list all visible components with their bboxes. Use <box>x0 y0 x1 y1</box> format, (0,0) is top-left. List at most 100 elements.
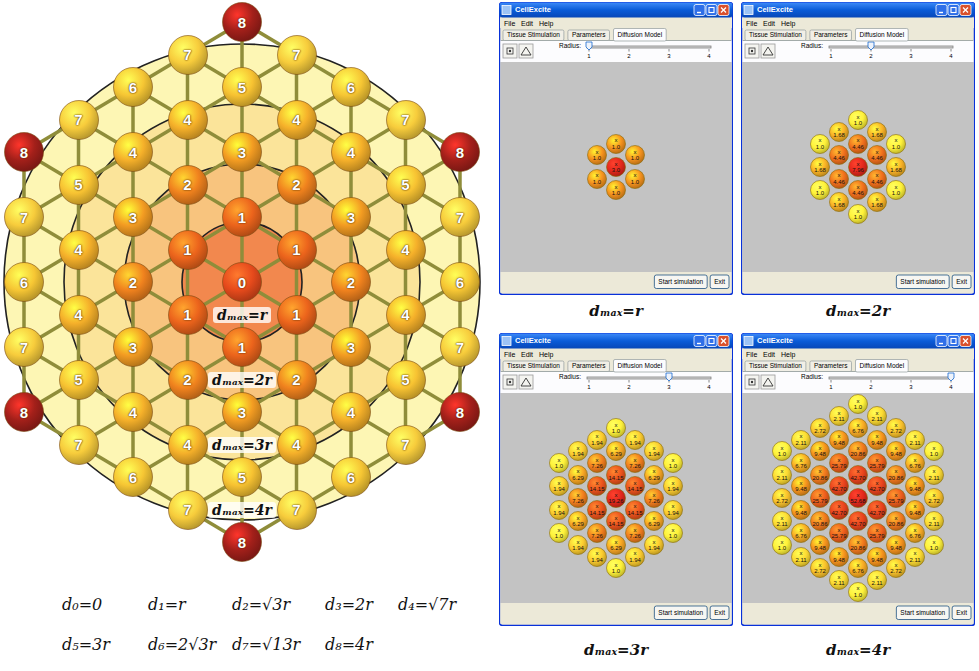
cell-value: 4.46 <box>871 179 883 185</box>
cell-value: x <box>857 445 860 451</box>
tissue-cell: x2.72 <box>924 488 944 508</box>
lattice-bonds <box>24 22 460 542</box>
sphere-body <box>223 458 262 497</box>
cell-value: 2.11 <box>833 416 844 422</box>
cell-value: x <box>596 550 599 556</box>
cell-body <box>792 453 811 472</box>
sphere-body <box>277 35 316 74</box>
cell-value: x <box>800 550 803 556</box>
cell-body <box>607 418 626 437</box>
cell-value: x <box>634 527 637 533</box>
distance-formula: d₄=√7r <box>398 597 456 613</box>
cell-value: 1.0 <box>669 533 677 539</box>
lattice-sphere: 8 <box>440 132 480 172</box>
sphere-body <box>223 523 262 562</box>
cell-value: 2.72 <box>814 428 826 434</box>
tissue-cell: x25.79 <box>829 453 849 473</box>
sphere-body <box>332 133 371 172</box>
sphere-body <box>114 198 153 237</box>
slider-tick <box>911 49 912 52</box>
lattice-sphere: 2 <box>168 165 208 205</box>
cell-value: x <box>653 515 656 521</box>
cell-value: x <box>895 184 898 190</box>
window-button <box>948 336 959 347</box>
minimize-glyph <box>939 12 943 13</box>
lattice-sphere: 4 <box>59 295 99 335</box>
push-button <box>952 275 971 289</box>
sphere-body <box>386 360 425 399</box>
sphere-body <box>277 425 316 464</box>
push-button <box>896 606 949 620</box>
sphere-body <box>223 68 262 107</box>
tissue-cell: x1.94 <box>625 547 645 567</box>
cell-body <box>887 418 906 437</box>
cell-value: x <box>914 433 917 439</box>
cell-body <box>550 524 569 543</box>
distance-index: 8 <box>456 405 464 420</box>
cell-value: 14.15 <box>627 510 642 516</box>
cell-body <box>925 442 944 461</box>
sphere-body <box>277 490 316 529</box>
lattice-sphere: 7 <box>59 425 99 465</box>
window-text: Start simulation <box>658 279 703 286</box>
cell-value: 1.94 <box>667 510 679 516</box>
cell-value: 2.11 <box>795 440 806 446</box>
tissue-cell: x6.76 <box>848 418 868 438</box>
slider-track <box>587 46 711 48</box>
window-button <box>960 5 971 16</box>
tissue-cell: x1.0 <box>848 204 868 224</box>
window-text: Exit <box>956 279 967 286</box>
lattice-sphere: 2 <box>113 262 153 302</box>
tissue-cell: x9.48 <box>810 441 830 461</box>
distance-index: 4 <box>183 112 191 127</box>
tab-panel <box>743 372 974 393</box>
cell-value: x <box>634 457 637 463</box>
cell-body <box>550 453 569 472</box>
distance-index: 6 <box>456 275 464 290</box>
cell-body <box>868 477 887 496</box>
push-button <box>896 275 949 289</box>
distance-index: 4 <box>129 145 137 160</box>
dot-icon <box>751 381 753 383</box>
cell-value: 14.15 <box>627 486 642 492</box>
distance-index: 7 <box>401 437 409 452</box>
cell-value: 9.48 <box>795 510 807 516</box>
window-text: Help <box>539 20 553 27</box>
cell-value: x <box>634 149 637 155</box>
distance-formula: d₇=√13r <box>232 637 300 653</box>
cell-body <box>868 500 887 519</box>
window-button <box>694 5 705 16</box>
close-glyph <box>721 339 726 344</box>
tissue-cell: x1.0 <box>549 523 569 543</box>
cell-value: 25.79 <box>831 463 846 469</box>
window-button <box>718 5 729 16</box>
cell-value: 3.0 <box>612 167 620 173</box>
sphere-body <box>168 490 207 529</box>
tissue-cell: x42.70 <box>867 500 887 520</box>
distance-index: 5 <box>401 177 409 192</box>
app-icon <box>502 6 511 15</box>
tissue-cell: x42.70 <box>829 500 849 520</box>
cell-body <box>887 158 906 177</box>
sphere-body <box>114 68 153 107</box>
distance-index: 8 <box>20 405 28 420</box>
cell-value: 25.79 <box>869 533 884 539</box>
cell-body <box>645 442 664 461</box>
cell-value: x <box>857 208 860 214</box>
sphere-body <box>386 100 425 139</box>
cell-value: x <box>895 515 898 521</box>
radius-label: dₘₐₓ=2r <box>208 372 276 388</box>
tissue-cell: x7.26 <box>644 488 664 508</box>
window-button <box>936 336 947 347</box>
window-text: File <box>746 351 757 358</box>
cell-value: 7.26 <box>629 463 641 469</box>
distance-index: 1 <box>292 242 300 257</box>
close-glyph <box>721 8 726 13</box>
window-text: 4 <box>707 53 710 59</box>
window-text: Diffusion Model <box>859 363 904 370</box>
cell-body <box>588 169 607 188</box>
distance-index: 2 <box>292 177 300 192</box>
lattice-sphere: 8 <box>4 392 44 432</box>
cell-body <box>773 512 792 531</box>
cell-value: x <box>672 480 675 486</box>
